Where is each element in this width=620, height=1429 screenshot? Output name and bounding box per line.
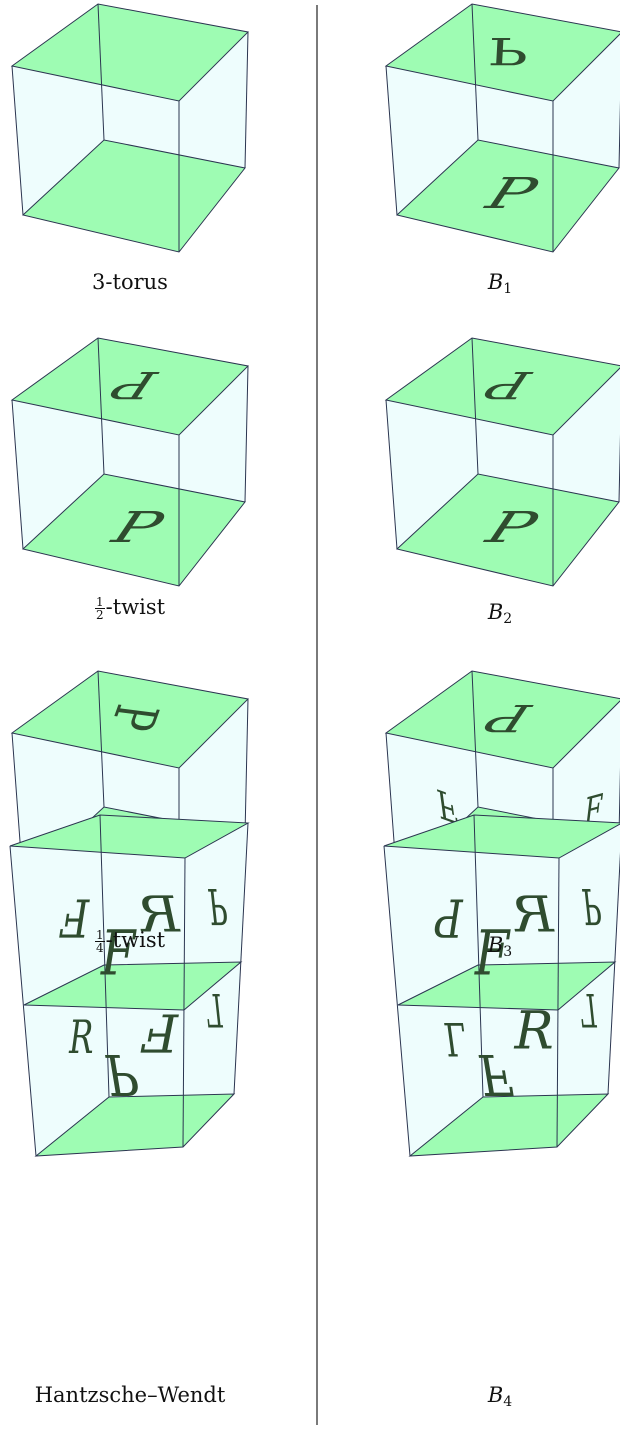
vertical-edge — [471, 337, 479, 475]
top-face — [10, 3, 250, 102]
top-face — [384, 3, 620, 102]
glyph-p: P — [434, 886, 464, 947]
vertical-edge — [9, 845, 37, 1157]
glyph-f: F — [140, 1001, 179, 1061]
svg-text:L: L — [444, 1011, 466, 1064]
svg-text:R: R — [68, 1011, 93, 1064]
glyph-r: R — [512, 886, 554, 944]
glyph-p: P — [95, 704, 174, 731]
vertical-edge — [233, 822, 249, 1095]
glyph-f: F — [474, 918, 511, 990]
svg-text:P: P — [434, 886, 464, 947]
panel-three-torus — [10, 3, 250, 253]
vertical-edge — [97, 670, 105, 808]
glyph-f: F — [58, 886, 90, 947]
glyph-l: L — [444, 1011, 466, 1064]
vertical-edge — [471, 3, 479, 141]
svg-text:F: F — [478, 1041, 514, 1106]
vertical-edge — [11, 65, 24, 216]
svg-text:R: R — [138, 886, 180, 944]
svg-text:F: F — [58, 886, 90, 947]
vertical-edge — [244, 365, 249, 503]
vertical-edge — [556, 857, 560, 1148]
svg-text:F: F — [474, 918, 511, 990]
caption-b3: B3 — [487, 933, 513, 960]
svg-text:P: P — [208, 877, 228, 935]
svg-text:L: L — [206, 985, 223, 1038]
vertical-edge — [99, 814, 110, 1098]
svg-text:R: R — [513, 1001, 553, 1061]
panel-b1: PP — [384, 3, 620, 253]
svg-text:F: F — [437, 779, 459, 831]
glyph-f: F — [100, 918, 137, 990]
right-face — [183, 823, 248, 1147]
glyph-l: L — [580, 985, 597, 1038]
vertical-edge — [385, 399, 398, 550]
svg-text:R: R — [512, 886, 554, 944]
vertical-edge — [473, 814, 484, 1098]
vertical-edge — [182, 857, 186, 1148]
glyph-l: L — [206, 985, 223, 1038]
glyph-r: R — [513, 1001, 553, 1061]
svg-text:P: P — [582, 877, 602, 935]
svg-text:P: P — [105, 1041, 139, 1106]
vertical-edge — [383, 845, 411, 1157]
caption-b2: B2 — [487, 600, 513, 627]
glyph-f: F — [437, 779, 459, 831]
caption-hantzsche-wendt: Hantzsche–Wendt — [34, 1383, 226, 1407]
glyph-p: P — [208, 877, 228, 935]
glyph-r: R — [68, 1011, 93, 1064]
panel-b2: PP — [384, 337, 620, 587]
vertical-edge — [244, 698, 249, 836]
caption-b1: B1 — [487, 270, 513, 297]
glyph-f: F — [478, 1041, 514, 1106]
glyph-p: P — [105, 1041, 139, 1106]
vertical-edge — [244, 31, 249, 169]
top-face — [384, 670, 620, 769]
svg-text:P: P — [95, 704, 174, 731]
vertical-edge — [97, 337, 105, 475]
top-face — [383, 814, 620, 859]
vertical-edge — [97, 3, 105, 141]
glyph-p: P — [582, 877, 602, 935]
vertical-edge — [11, 399, 24, 550]
vertical-edge — [471, 670, 479, 808]
caption-b4: B4 — [487, 1383, 513, 1410]
panel-half-twist: PP — [10, 337, 250, 587]
glyph-r: R — [138, 886, 180, 944]
right-face — [557, 824, 620, 1147]
svg-text:F: F — [140, 1001, 179, 1061]
caption-three-torus: 3-torus — [92, 270, 168, 294]
svg-text:F: F — [100, 918, 137, 990]
top-face — [384, 337, 620, 436]
vertical-edge — [385, 65, 398, 216]
svg-text:L: L — [580, 985, 597, 1038]
